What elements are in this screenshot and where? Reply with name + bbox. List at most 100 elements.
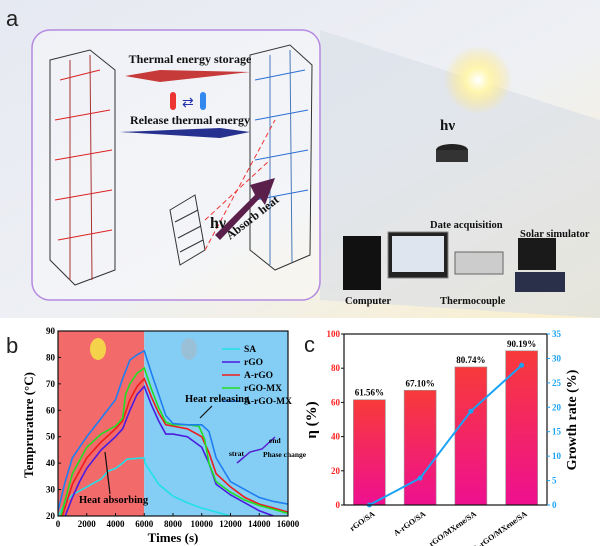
x-axis-label: Times (s): [148, 530, 199, 545]
y-tick-label: 50: [46, 432, 56, 442]
y-tick-label: 100: [327, 329, 341, 339]
x-tick-label: A-rGO/SA: [392, 509, 428, 538]
sun-icon: [444, 46, 512, 114]
panel-a: a Thermal energy storage Release thermal…: [0, 0, 600, 318]
x-tick-label: rGO/MXene/SA: [427, 509, 478, 546]
bulb-off-icon: [181, 338, 197, 360]
y-tick-label: 30: [46, 485, 56, 495]
arrow-left-icon: [125, 70, 250, 82]
y2-tick-label: 35: [552, 329, 562, 339]
thermometer-cold-icon: [200, 92, 206, 110]
y-tick-label: 60: [331, 397, 341, 407]
lattice-red-icon: [49, 49, 116, 286]
y-tick-label: 40: [331, 432, 341, 442]
y-tick-label: 90: [46, 326, 56, 336]
y-tick-label: 20: [331, 466, 341, 476]
y2-tick-label: 30: [552, 353, 562, 363]
x-tick-label: A-rGO/MXene/SA: [471, 509, 529, 546]
bar-data-label: 61.56%: [355, 388, 384, 398]
y2-tick-label: 0: [552, 500, 557, 510]
bar-2: [454, 366, 488, 506]
date-acquisition-text: Date acquisition: [430, 220, 503, 231]
computer-text: Computer: [345, 296, 391, 307]
bulb-on-icon: [90, 338, 106, 360]
y-tick-label: 80: [331, 363, 341, 373]
bar-3: [505, 350, 538, 506]
absorb-arrow-icon: [215, 178, 275, 240]
hv-sun-text: hν: [440, 118, 455, 134]
y-tick-label: 0: [336, 500, 341, 510]
bar-data-label: 90.19%: [507, 339, 536, 349]
bar-0: [353, 399, 386, 506]
panel-c-label: c: [304, 332, 315, 357]
annotation-arrow: [104, 451, 111, 495]
x-tick-label: 10000: [191, 519, 214, 529]
panel-c-chart: c η (%) Growth rate (%) 61.56%rGO/SA67.1…: [304, 329, 580, 546]
solar-simulator-icon: [518, 238, 556, 270]
exchange-arrows-icon: ⇄: [182, 96, 194, 111]
y2-tick-label: 10: [552, 451, 562, 461]
series-line-sa: [58, 457, 235, 516]
y-tick-label: 70: [46, 379, 56, 389]
heat-absorbing-text: Heat absorbing: [79, 495, 149, 506]
y2-tick-label: 20: [552, 402, 562, 412]
growth-rate-line: [368, 364, 523, 506]
simulator-stage: [515, 272, 565, 292]
storage-text: Thermal energy storage: [129, 52, 252, 66]
x-tick-label: 2000: [78, 519, 97, 529]
x-tick-label: 6000: [135, 519, 154, 529]
data-logger-icon: [454, 251, 504, 275]
x-tick-label: 16000: [277, 519, 300, 529]
arrow-right-icon: [120, 128, 250, 138]
bar-1: [403, 389, 437, 506]
bar-data-label: 80.74%: [456, 355, 485, 365]
x-tick-label: 4000: [107, 519, 126, 529]
y2-tick-label: 15: [552, 427, 562, 437]
panel-b-chart: b Temprurature (°C) Times (s) SA rGO A-rGO…: [6, 326, 307, 545]
annotation-arrow: [199, 405, 213, 419]
growth-rate-point: [417, 475, 423, 481]
lattice-blue-icon: [249, 44, 313, 271]
hv-inner-text: hν: [210, 215, 226, 232]
series-line-a-rgo-mx: [58, 349, 288, 511]
release-text: Release thermal energy: [130, 113, 250, 127]
growth-rate-point: [468, 408, 474, 414]
legend-label: A-rGO-MX: [244, 397, 292, 407]
bar-data-label: 67.10%: [406, 378, 435, 388]
y2-tick-label: 25: [552, 378, 562, 388]
panel-b-label: b: [6, 333, 18, 358]
end-text: end: [269, 436, 282, 445]
x-tick-label: rGO/SA: [348, 509, 377, 533]
x-tick-label: 0: [56, 519, 61, 529]
y-tick-label: 20: [46, 511, 56, 521]
series-line-rgo: [64, 385, 274, 516]
x-tick-label: 8000: [164, 519, 183, 529]
series-line-rgo-mx: [60, 366, 288, 516]
heat-releasing-text: Heat releasing: [185, 394, 250, 405]
x-tick-label: 12000: [219, 519, 242, 529]
legend-label: rGO-MX: [244, 384, 282, 394]
inset-curve: [236, 436, 276, 464]
monitor-screen: [392, 236, 444, 272]
y2-axis-label: Growth rate (%): [565, 369, 580, 470]
legend-label: SA: [244, 345, 256, 355]
legend-label: A-rGO: [244, 371, 273, 381]
panel-a-label: a: [6, 6, 19, 31]
solar-simulator-text: Solar simulator: [520, 229, 590, 240]
dash-line: [204, 119, 276, 251]
legend-label: rGO: [244, 358, 263, 368]
thermocouple-text: Thermocouple: [440, 296, 506, 307]
mechanism-box: [31, 29, 321, 301]
series-line-a-rgo: [61, 377, 288, 516]
x-tick-label: 14000: [248, 519, 271, 529]
y2-tick-label: 5: [552, 476, 557, 486]
sample-body: [436, 150, 468, 162]
y-tick-label: 60: [46, 405, 56, 415]
y-axis-label: Temprurature (°C): [21, 372, 36, 478]
start-text: strat: [229, 449, 244, 458]
y-tick-label: 80: [46, 352, 56, 362]
growth-rate-point: [519, 362, 525, 368]
y-tick-label: 40: [46, 458, 56, 468]
